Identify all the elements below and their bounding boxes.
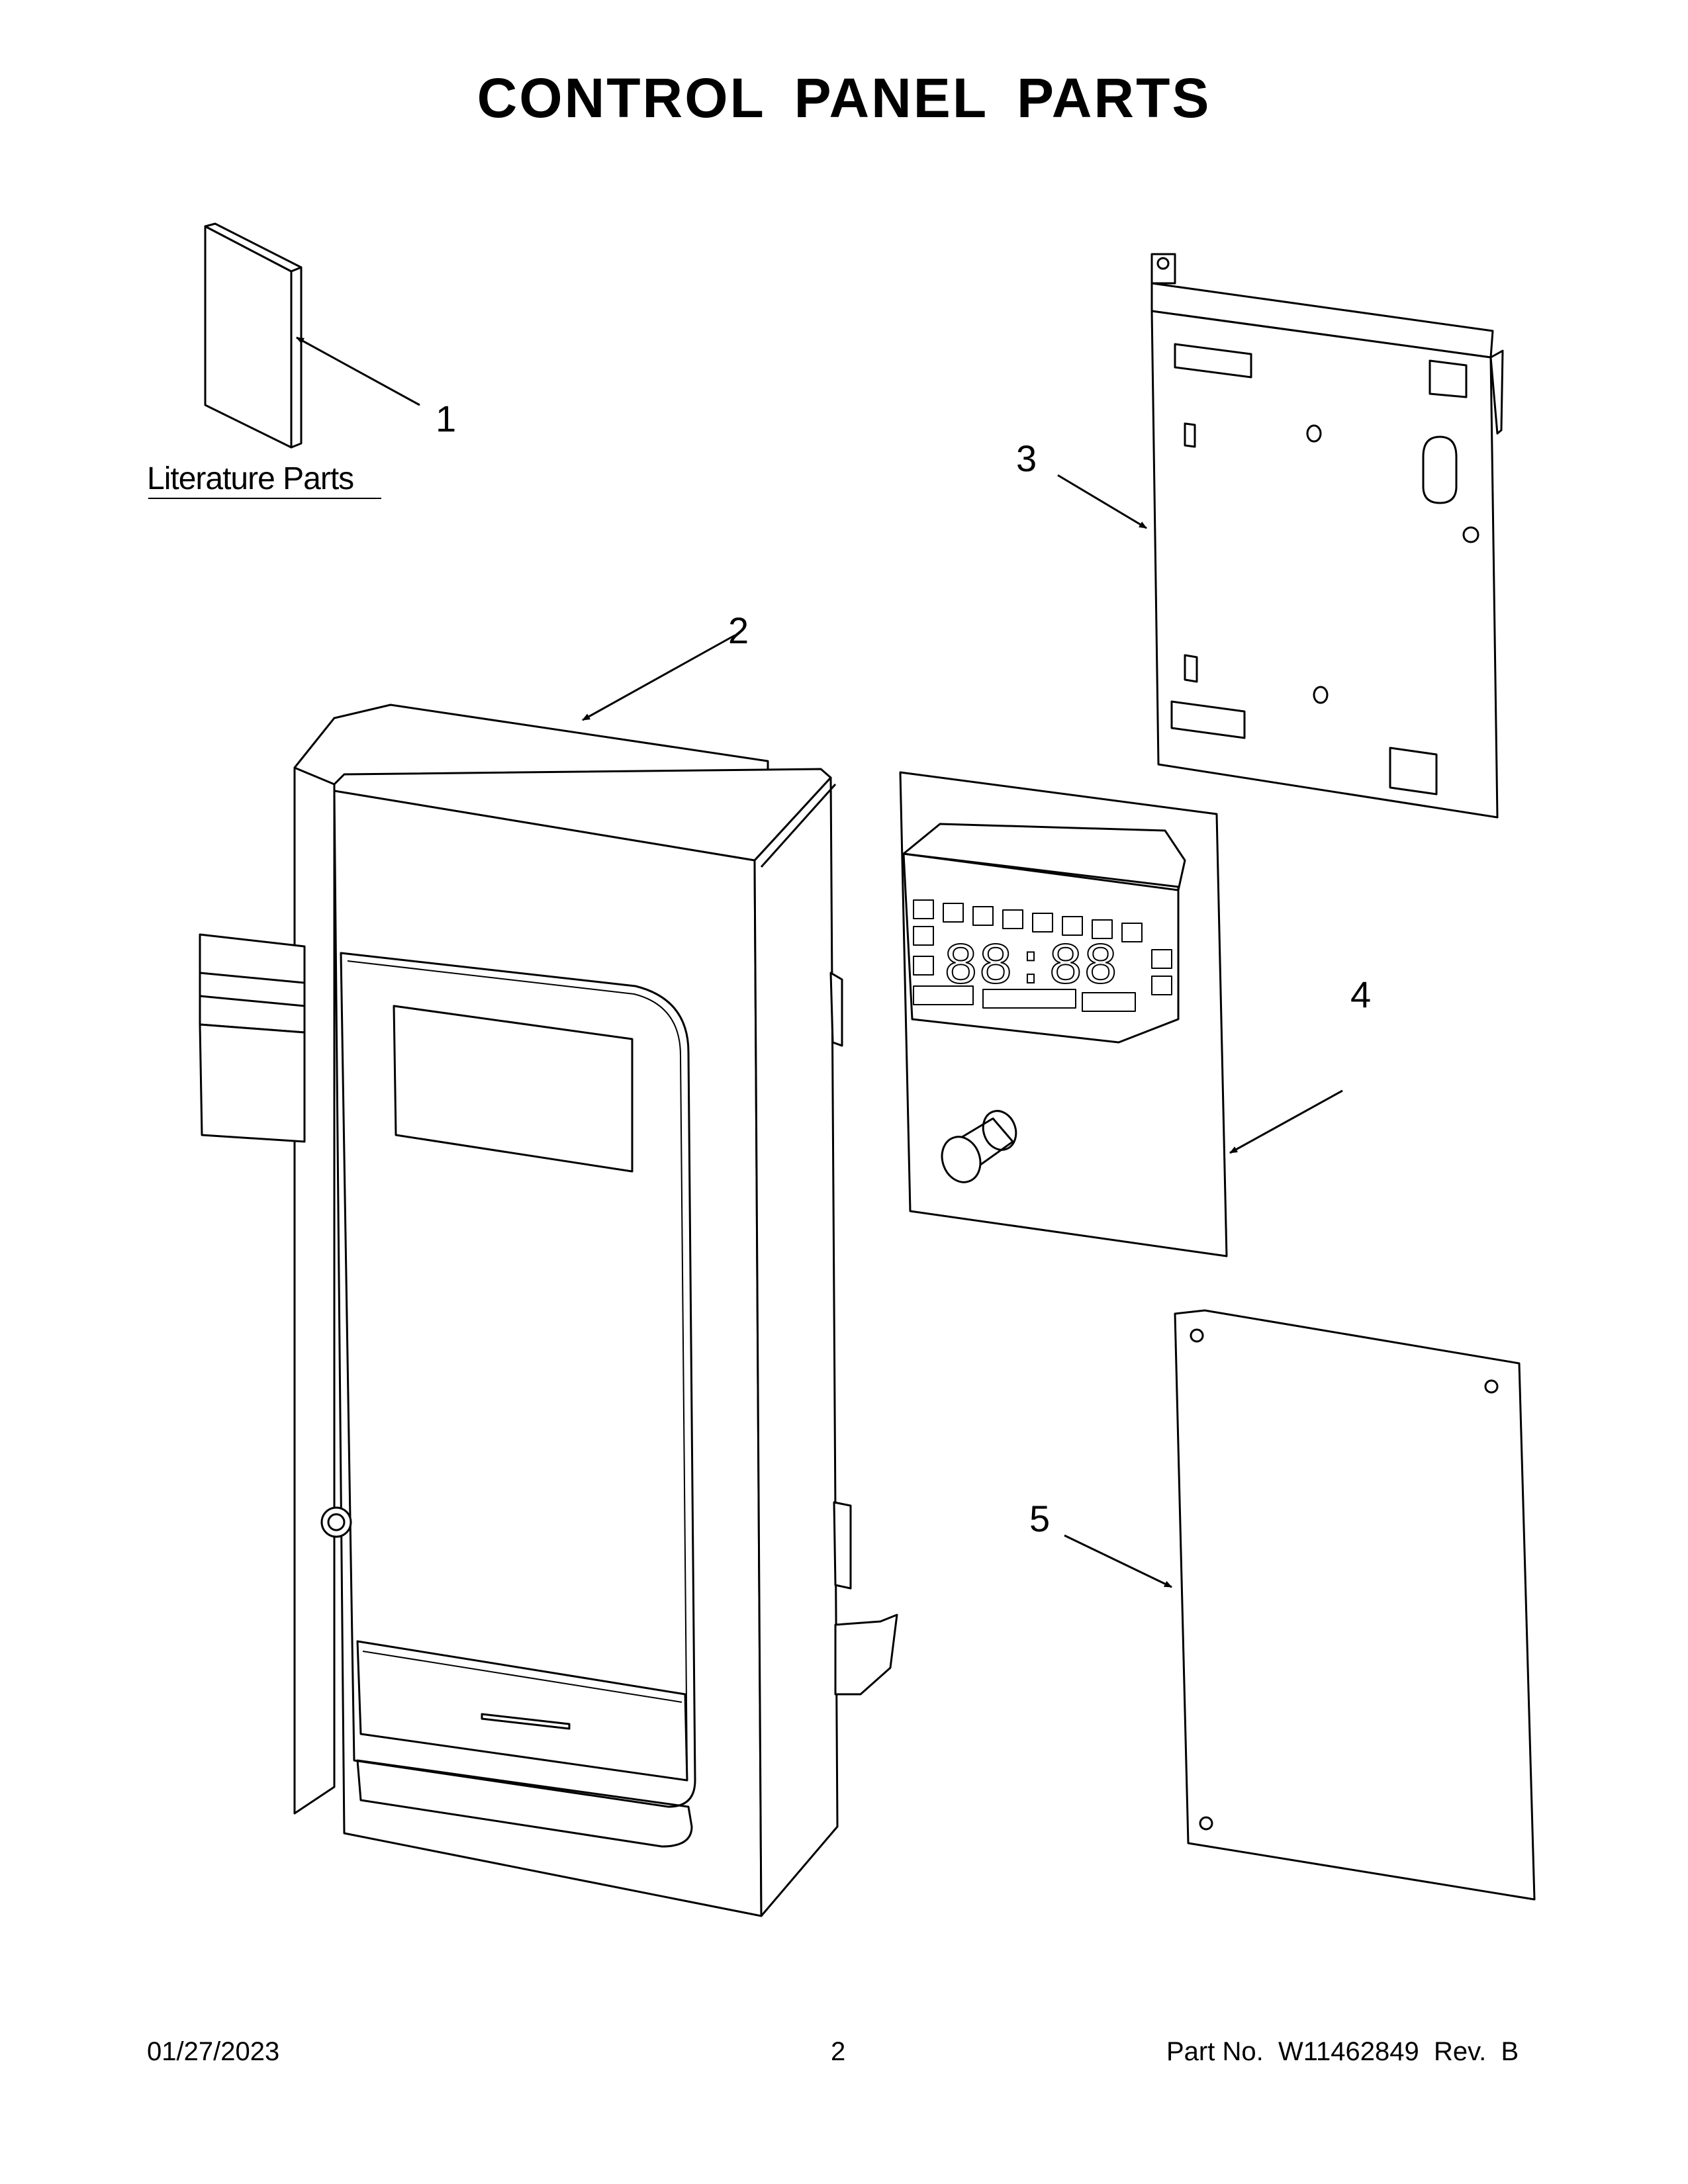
literature-booklet xyxy=(204,222,420,449)
control-board: 88:88 xyxy=(899,771,1343,1257)
literature-parts-label: Literature Parts xyxy=(147,461,354,496)
footer-date: 01/27/2023 xyxy=(147,2037,280,2066)
literature-underline xyxy=(148,498,381,499)
callout-5: 5 xyxy=(1029,1498,1051,1539)
cover-plate xyxy=(1064,1309,1536,1901)
callout-1: 1 xyxy=(436,398,457,439)
revision-label: Rev. xyxy=(1433,2037,1487,2066)
page-title: CONTROL PANEL PARTS xyxy=(477,67,1211,129)
revision-value: B xyxy=(1501,2037,1519,2066)
callout-3: 3 xyxy=(1016,437,1037,479)
callout-2: 2 xyxy=(728,610,749,651)
part-number-label: Part No. xyxy=(1166,2037,1264,2066)
display-digits: 88:88 xyxy=(943,935,1118,1001)
part-number: W11462849 xyxy=(1278,2037,1419,2066)
footer-page-number: 2 xyxy=(831,2037,846,2066)
footer-part-info: Part No. W11462849 Rev. B xyxy=(1166,2037,1519,2067)
mounting-bracket xyxy=(1057,253,1504,819)
control-panel-housing xyxy=(199,634,898,1917)
callout-4: 4 xyxy=(1350,974,1372,1015)
